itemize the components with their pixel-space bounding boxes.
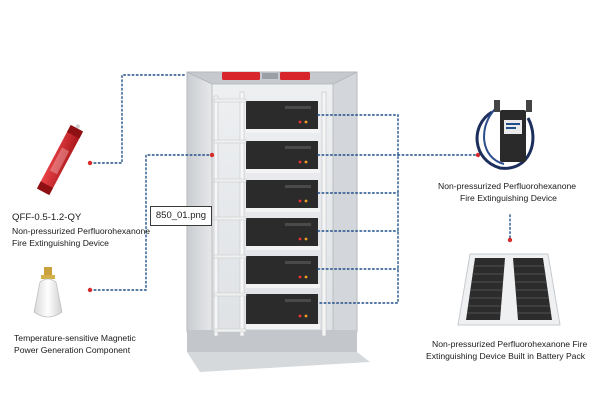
right-pack-label-line2: Extinguishing Device Built in Battery Pa…	[426, 351, 586, 361]
left-device-code: QFF-0.5-1.2-QY	[12, 212, 82, 223]
red-cylinder-extinguisher-icon	[36, 124, 84, 196]
marker-right-device	[475, 152, 481, 158]
cabinet-floor-front	[187, 352, 370, 372]
left-device-label-line2: Fire Extinguishing Device	[12, 238, 109, 248]
left-device-label-line1: Non-pressurized Perfluorohexanone	[12, 226, 151, 236]
cabinet-base	[187, 330, 357, 352]
right-device-label-line2: Fire Extinguishing Device	[460, 193, 557, 203]
marker-left-device	[87, 160, 93, 166]
battery-pack-tray-icon	[457, 253, 561, 326]
connector-left-component	[89, 154, 213, 291]
rack-upright-right	[321, 91, 327, 337]
battery-module-3	[246, 180, 320, 212]
left-component-label-line1: Temperature-sensitive Magnetic	[14, 333, 136, 343]
rack-upright-left	[213, 95, 219, 337]
cabinet-left-wall	[186, 71, 213, 337]
cabinet-top-vent	[262, 73, 278, 79]
battery-cabinet	[186, 71, 370, 372]
right-pack-label-line1: Non-pressurized Perfluorohexanone Fire	[432, 339, 588, 349]
cabinet-top-fire-device-left	[222, 72, 260, 80]
rack-upright-mid	[239, 91, 245, 337]
white-thermal-bulb-icon	[33, 267, 63, 318]
cabinet-right-wall	[332, 71, 358, 337]
battery-module-5	[246, 256, 320, 288]
file-name-tag: 850_01.png	[150, 206, 212, 226]
rack-shelves-left	[213, 98, 247, 333]
battery-module-6	[246, 294, 320, 329]
battery-module-1	[246, 101, 320, 133]
marker-left-component	[87, 287, 93, 293]
connector-left-device	[89, 74, 187, 164]
marker-right-pack	[507, 237, 513, 243]
connector-right-bracket	[317, 114, 399, 304]
battery-module-2	[246, 141, 320, 173]
right-device-label-line1: Non-pressurized Perfluorohexanone	[438, 181, 577, 191]
battery-module-4	[246, 218, 320, 250]
connector-lines	[89, 74, 511, 304]
left-component-label-line2: Power Generation Component	[14, 345, 131, 355]
connector-markers	[87, 152, 513, 293]
cabinet-top-fire-device-right	[280, 72, 310, 80]
coiled-cable-device-icon	[475, 100, 535, 170]
marker-cabinet-left	[209, 152, 215, 158]
